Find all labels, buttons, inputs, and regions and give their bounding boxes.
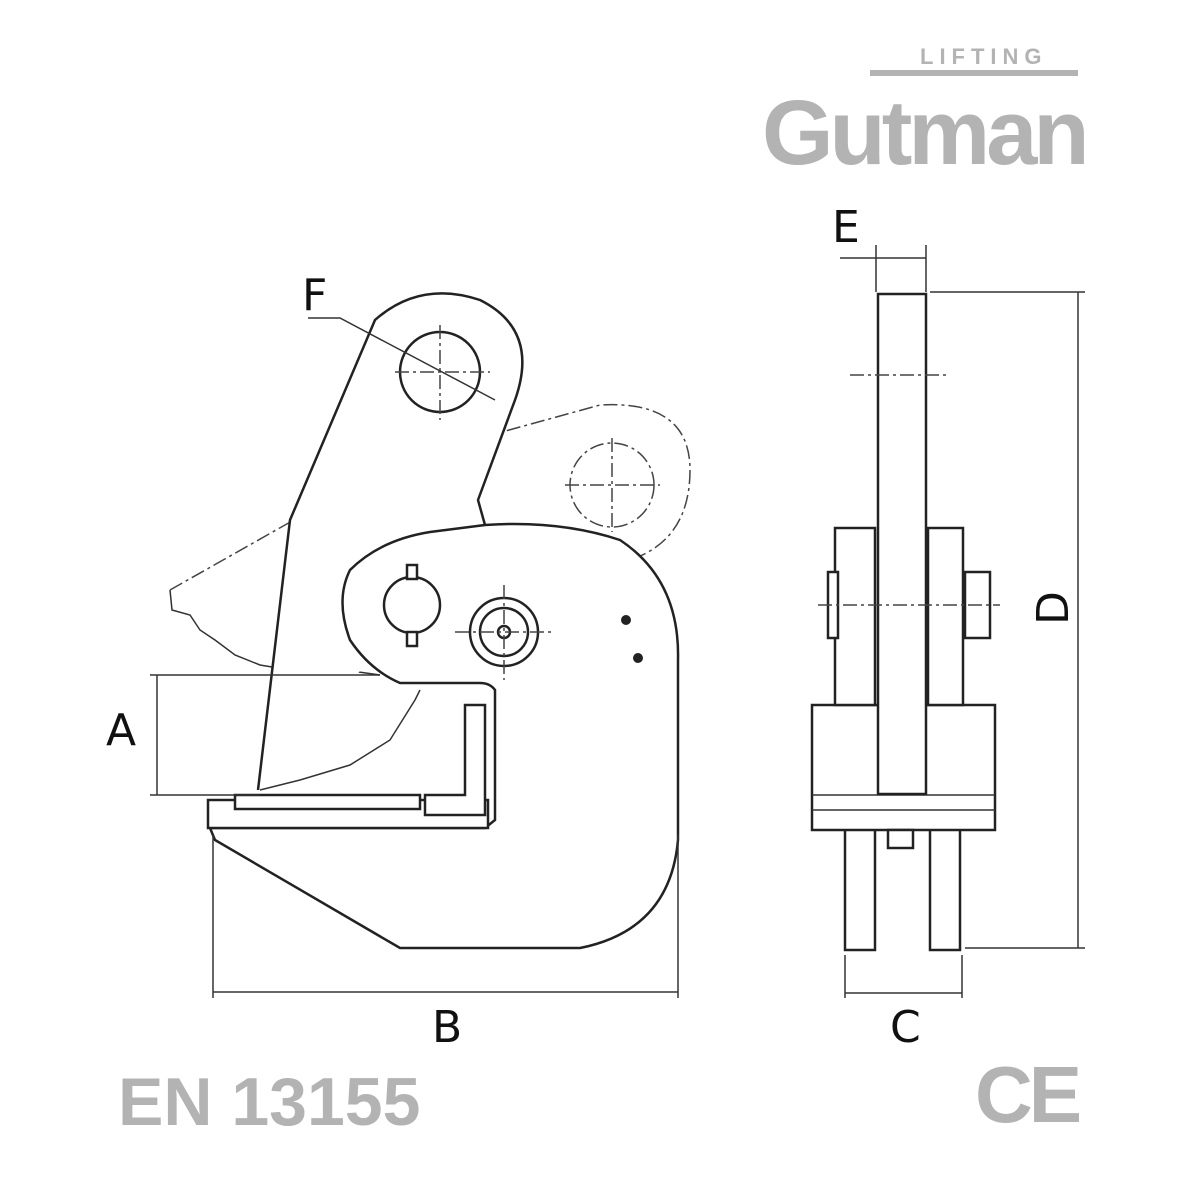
ce-mark: CE bbox=[975, 1050, 1080, 1139]
logo-name: Gutman bbox=[762, 82, 1086, 184]
logo-tagline: LIFTING bbox=[920, 44, 1048, 69]
dimension-label-f: F bbox=[302, 270, 327, 321]
clamp-body bbox=[206, 522, 680, 950]
brand-logo: LIFTING Gutman bbox=[762, 44, 1090, 184]
dimension-label-b: B bbox=[432, 1002, 462, 1053]
dimension-label-a: A bbox=[106, 705, 136, 756]
lever-arm bbox=[256, 292, 524, 791]
dimension-lines bbox=[150, 245, 1085, 998]
standard-label: EN 13155 bbox=[118, 1064, 420, 1140]
dimension-label-e: E bbox=[832, 202, 860, 253]
dimension-label-c: C bbox=[890, 1002, 921, 1053]
dimension-label-d: D bbox=[1028, 591, 1079, 625]
logo-bar bbox=[870, 70, 1078, 76]
side-view bbox=[810, 292, 1000, 952]
